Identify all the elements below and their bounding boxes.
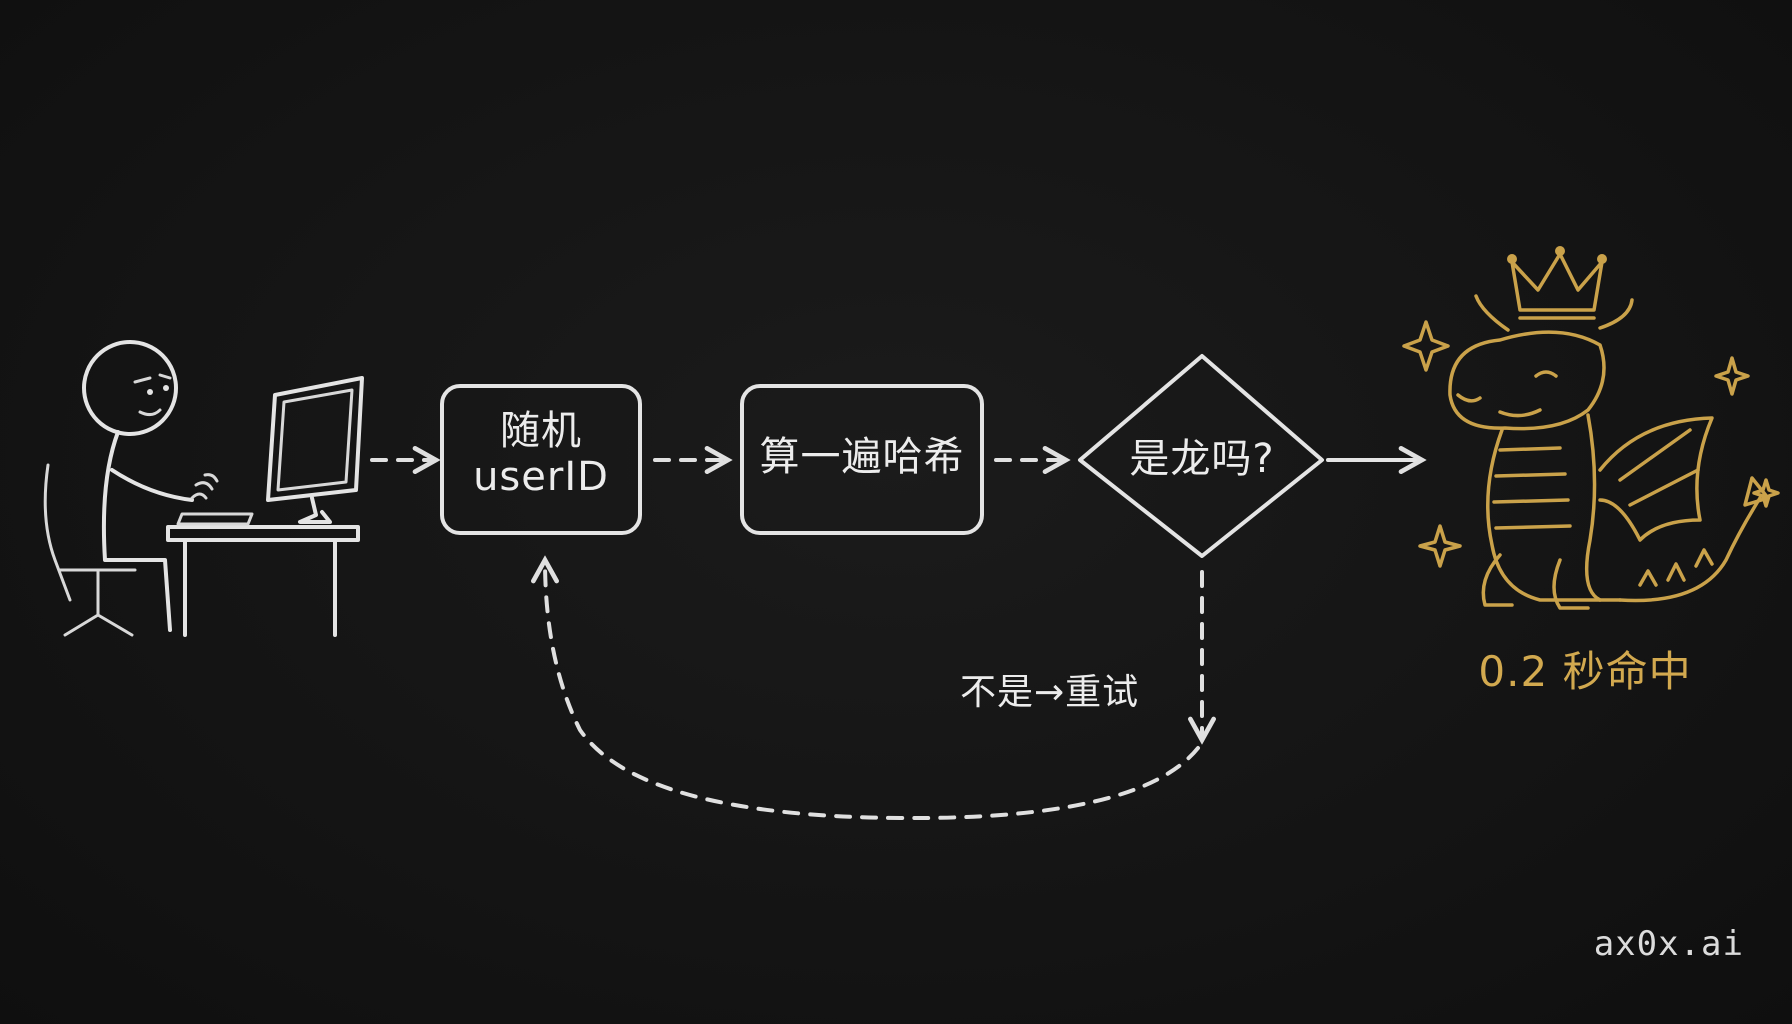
retry-edge-label: 不是→重试 — [960, 672, 1140, 713]
result-caption: 0.2 秒命中 — [1478, 647, 1692, 696]
sparkle-icon — [1714, 356, 1750, 396]
edge-retry-loop-back — [545, 560, 1200, 821]
sparkle-icon — [1402, 320, 1450, 372]
node-random-userid-box — [440, 384, 642, 535]
crowned-dragon-icon — [1448, 246, 1770, 610]
user-at-computer-icon — [43, 340, 364, 637]
node-random-userid-line1: 随机 — [500, 408, 582, 454]
sparkle-icon — [1752, 478, 1780, 508]
node-compute-hash: 算一遍哈希 — [759, 434, 965, 480]
node-random-userid: 随机 userID — [442, 408, 640, 500]
node-is-dragon-diamond — [1078, 354, 1324, 558]
sparkle-icon — [1418, 524, 1462, 568]
node-is-dragon: 是龙吗? — [1129, 436, 1275, 482]
node-random-userid-line2: userID — [473, 454, 609, 500]
node-compute-hash-box — [740, 384, 984, 535]
watermark: ax0x.ai — [1593, 924, 1744, 964]
